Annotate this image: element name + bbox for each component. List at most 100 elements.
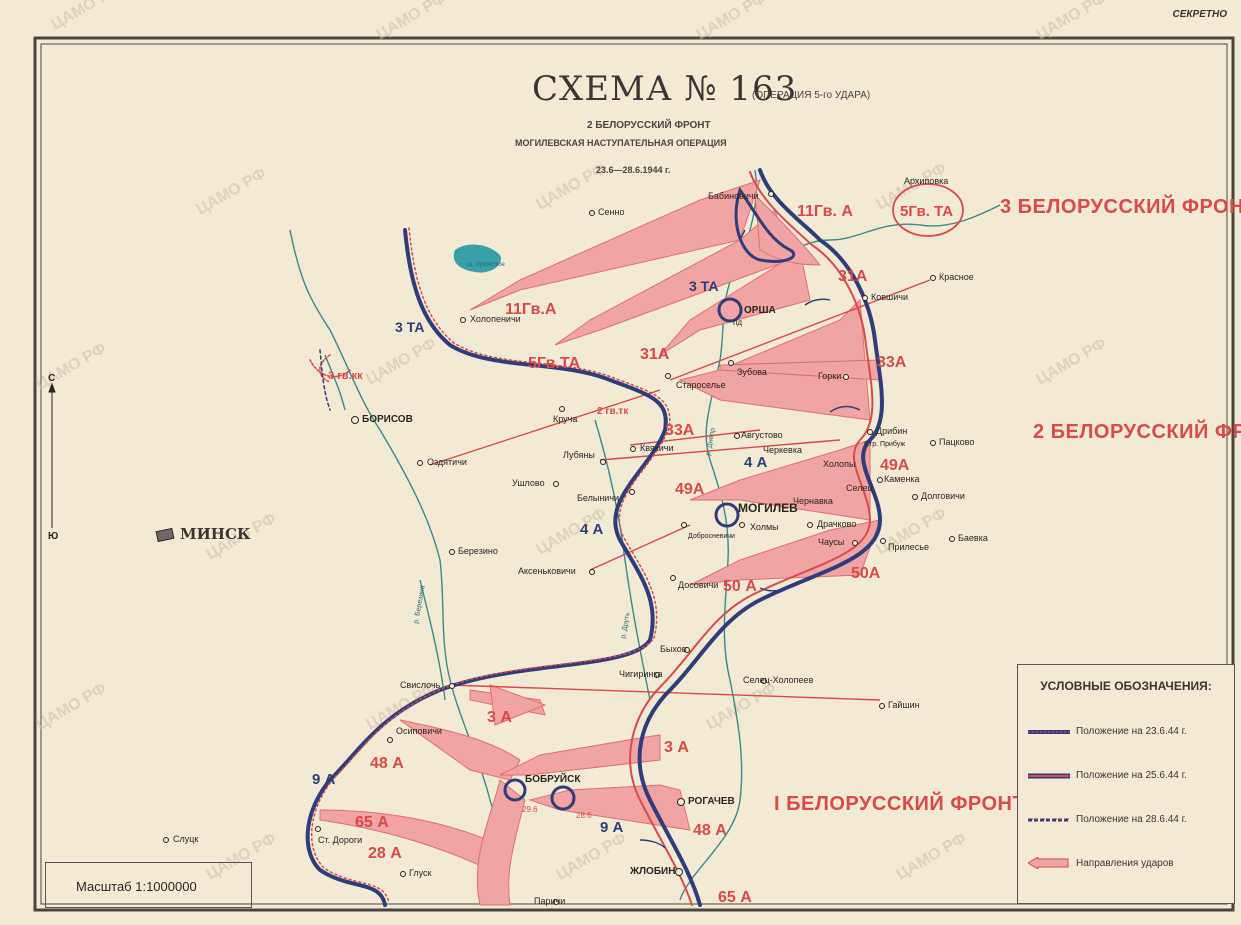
watermark: ЦАМО РФ [704,680,780,734]
city-baevka: Баевка [958,533,988,543]
city-marker [912,494,918,500]
front-line-cavalry [309,354,351,383]
city-selec: Селец [846,483,873,493]
city-kamenka: Каменка [884,474,920,484]
front-lines [305,168,884,907]
encirclements [503,297,743,811]
watermark: ЦАМО РФ [34,340,110,394]
river-berezina-west [289,229,501,901]
blue-arrow [804,298,831,306]
city-marker [880,538,886,544]
city-markers [163,191,955,905]
legend: УСЛОВНЫЕ ОБОЗНАЧЕНИЯ: Положение на 23.6.… [1017,664,1235,904]
city-marker [930,440,936,446]
army-label: 31А [838,268,868,285]
front-bulge [734,186,796,263]
front-label-1: I БЕЛОРУССКИЙ ФРОНТ [774,793,1026,815]
enemy-label: 9 А [600,819,624,836]
city-marker [665,373,671,379]
city-zubova: Зубова [737,367,767,377]
city-marker [879,703,885,709]
city-strpribuzh: Стр. Прибуж [864,441,905,448]
attack-line [589,524,691,571]
watermark: ЦАМО РФ [49,0,125,33]
city-marker [675,868,683,876]
city-dolgovichi: Долговичи [921,491,965,501]
army-label: 3 А [487,709,512,726]
map-inner-frame [40,43,1228,905]
legend-label: Положение на 23.6.44 г. [1076,726,1187,737]
scale-label: Масштаб 1:1000000 [76,879,197,894]
city-avgustovo: Августово [741,430,783,440]
city-marker [862,295,868,301]
city-staroselye: Староселье [676,380,726,390]
river-branch [324,354,346,411]
city-marker [843,374,849,380]
city-marker [768,191,774,197]
city-marker [852,540,858,546]
city-marker [630,446,636,452]
encirclement-east-bobruysk [550,785,576,811]
city-marker [600,459,606,465]
army-label: 48 А [370,755,404,772]
city-marker [734,433,740,439]
city-kovshichi: Ковшичи [871,292,908,302]
army-label: 3 А [664,739,689,756]
attack-line [429,389,661,466]
attack-line [599,439,841,461]
city-marker [553,481,559,487]
city-ushlovo: Ушлово [512,478,545,488]
city-marker [460,317,466,323]
gvta5-oval [892,183,964,237]
army-label: 50 А [723,578,757,595]
city-marker [449,549,455,555]
front-line-23-6 [305,228,668,907]
army-label: 5Гв.ТА [528,355,581,372]
city-st-dorogi: Ст. Дороги [318,835,363,845]
label-date-2: 28.6 [576,811,592,820]
army-label: 3 гв.кк [328,370,363,382]
map-frame [33,36,1235,912]
army-label: 49А [675,481,705,498]
city-cherkevka: Черкевка [763,445,802,455]
attack-arrow [754,193,822,266]
city-krasnoe: Красное [939,272,974,282]
title-note: (ОПЕРАЦИЯ 5-го УДАРА) [752,90,871,101]
city-odyatichi: Оздятичи [427,457,467,467]
lake-label: оз. Лукомское [466,262,505,268]
compass-south: Ю [48,531,59,542]
operation-name: МОГИЛЕВСКАЯ НАСТУПАТЕЛЬНАЯ ОПЕРАЦИЯ [515,138,727,148]
legend-label: Положение на 25.6.44 г. [1076,770,1187,781]
legend-label: Положение на 28.6.44 г. [1076,814,1187,825]
city-marker [387,737,393,743]
city-marker [739,522,745,528]
attack-lines [429,279,931,701]
city-marker [351,416,359,424]
blue-arrows [639,229,861,849]
label-pd: пд [733,318,742,327]
encirclement-orsha [717,297,743,323]
legend-swatch [1028,729,1070,734]
city-marker [728,360,734,366]
city-chernavka: Чернавка [793,496,833,506]
city-kholopenichi: Холопеничи [470,314,521,324]
city-marker [684,647,690,653]
city-mogilev: МОГИЛЕВ [738,501,798,515]
city-marker [417,460,423,466]
city-kvyakichi: Квякичи [640,443,674,453]
city-chausy: Чаусы [818,537,845,547]
legend-item: Направления ударов [1028,857,1174,869]
city-belynichi: Белыничи [577,493,620,503]
city-babinovichi: Бабиновичи [708,191,759,201]
city-berezino: Березино [458,546,498,556]
city-dobrosnevichi: Добросневичи [688,533,735,540]
city-marker [654,672,660,678]
city-rogachev: РОГАЧЕВ [688,796,735,807]
compass-arrow [48,382,56,393]
city-parichi: Паричи [534,896,566,906]
scale-box: Масштаб 1:1000000 [45,862,252,908]
city-krucha: Круча [553,414,578,424]
legend-label: Направления ударов [1076,857,1174,869]
attack-arrow [489,684,547,726]
